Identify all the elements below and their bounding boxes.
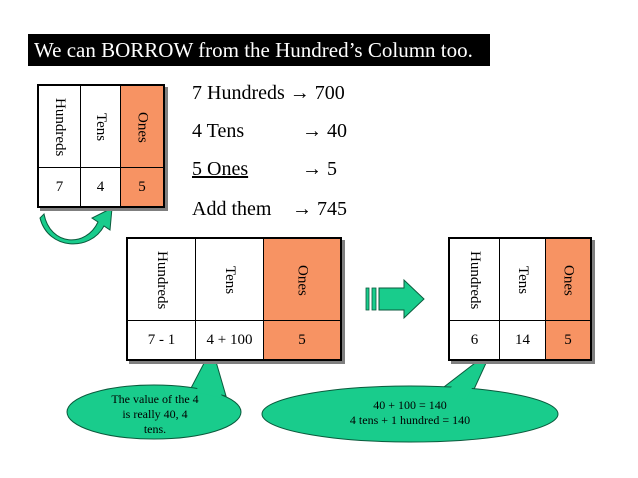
hundreds-header: Hundreds	[154, 250, 170, 310]
ones-value: 5	[121, 167, 163, 206]
hundreds-value: 6	[450, 320, 499, 359]
fact-ones-value: → 5	[302, 158, 337, 180]
fact-ones-row: 5 Ones → 5	[192, 158, 354, 182]
bubble-left-text: The value of the 4 is really 40, 4 tens.	[80, 392, 230, 437]
tens-column: Tens 4	[81, 86, 121, 206]
slide-title: We can BORROW from the Hundred’s Column …	[28, 34, 490, 66]
place-value-chart-result: Hundreds 6 Tens 14 Ones 5	[448, 237, 592, 361]
hundreds-header: Hundreds	[467, 250, 483, 310]
tens-column: Tens 14	[500, 239, 546, 359]
hundreds-column: Hundreds 7	[39, 86, 81, 206]
hundreds-value: 7	[39, 167, 80, 206]
fact-sum-label: Add them	[192, 198, 272, 220]
right-arrow-icon	[365, 278, 425, 320]
bubble-right-line-1: 40 + 100 = 140	[373, 398, 447, 412]
bubble-left-line-3: tens.	[143, 422, 167, 436]
speech-bubble-left	[66, 346, 242, 440]
hundreds-value: 7 - 1	[128, 320, 195, 359]
tens-value: 4 + 100	[196, 320, 263, 359]
tens-header: Tens	[515, 265, 531, 295]
tens-header: Tens	[222, 265, 238, 295]
ones-column: Ones 5	[264, 239, 340, 359]
fact-sum-value: → 745	[292, 198, 347, 220]
fact-tens-value: → 40	[302, 120, 347, 142]
speech-bubble-right	[261, 349, 559, 443]
tens-column: Tens 4 + 100	[196, 239, 264, 359]
ones-value: 5	[546, 320, 590, 359]
ones-column: Ones 5	[121, 86, 163, 206]
ones-value: 5	[264, 320, 340, 359]
curved-arrow-icon	[39, 207, 113, 245]
bubble-left-line-1: The value of the 4	[111, 392, 199, 406]
ones-header: Ones	[294, 264, 311, 296]
bubble-right-text: 40 + 100 = 140 4 tens + 1 hundred = 140	[300, 398, 520, 428]
hundreds-column: Hundreds 6	[450, 239, 500, 359]
place-value-chart-borrowing: Hundreds 7 - 1 Tens 4 + 100 Ones 5	[126, 237, 342, 361]
hundreds-column: Hundreds 7 - 1	[128, 239, 196, 359]
fact-ones-label: 5 Ones	[192, 158, 249, 180]
fact-tens-label: 4 Tens	[192, 120, 245, 142]
tens-value: 4	[81, 167, 120, 206]
tens-value: 14	[500, 320, 545, 359]
hundreds-header: Hundreds	[52, 97, 68, 157]
tens-header: Tens	[93, 112, 109, 142]
ones-header: Ones	[134, 111, 151, 143]
ones-column: Ones 5	[546, 239, 590, 359]
bubble-right-line-2: 4 tens + 1 hundred = 140	[349, 413, 471, 427]
bubble-left-line-2: is really 40, 4	[122, 407, 188, 421]
fact-hundreds: 7 Hundreds → 700	[192, 82, 345, 104]
ones-header: Ones	[560, 264, 577, 296]
place-value-chart-original: Hundreds 7 Tens 4 Ones 5	[37, 84, 165, 208]
